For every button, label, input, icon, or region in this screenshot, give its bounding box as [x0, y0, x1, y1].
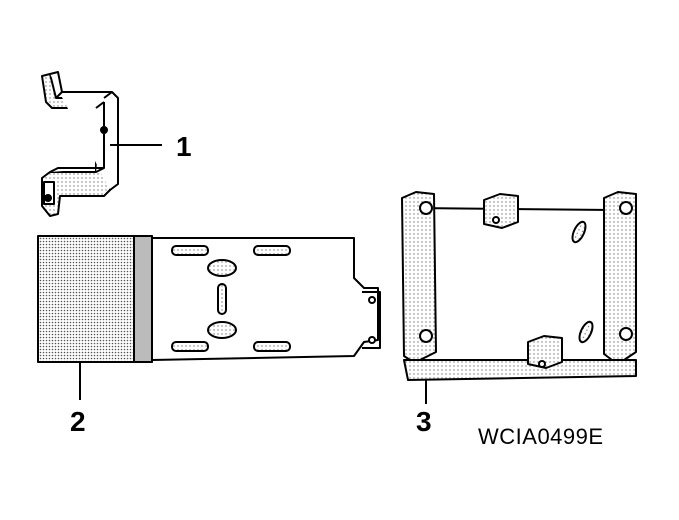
figure-code: WCIA0499E: [478, 424, 604, 449]
callout-1: 1: [176, 131, 192, 162]
bracket-part: [41, 71, 119, 217]
callout-3: 3: [416, 406, 432, 437]
heater-base-part: [37, 235, 381, 363]
mounting-frame-part: [401, 191, 637, 381]
callout-2: 2: [70, 406, 86, 437]
